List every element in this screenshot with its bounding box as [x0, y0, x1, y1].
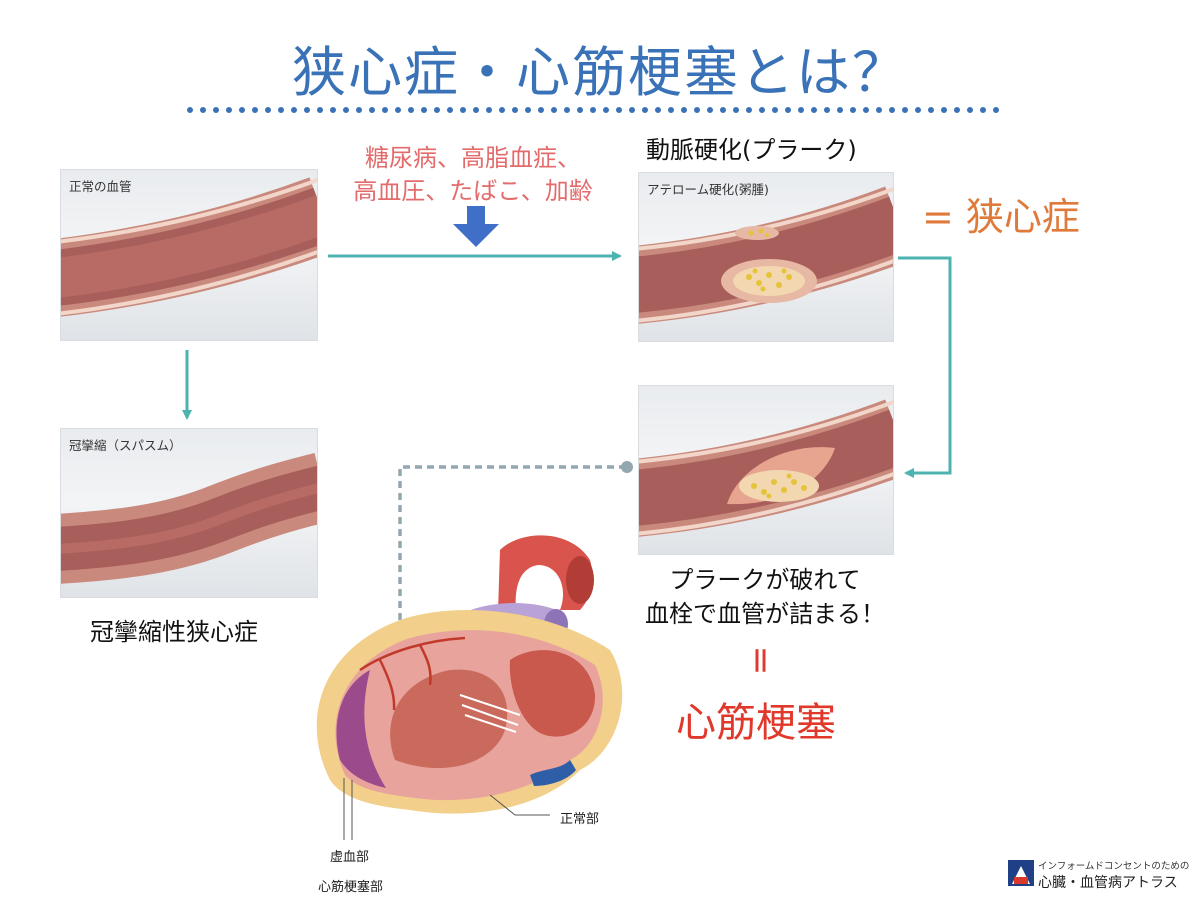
logo-line2: 心臓・血管病アトラス — [1038, 875, 1178, 891]
arrow-athero-to-rupture — [898, 256, 952, 478]
heart-label-ischemic: 虚血部 — [330, 850, 370, 865]
panel-spasm: 冠攣縮（スパスム） — [60, 428, 318, 598]
panel-label-normal: 正常の血管 — [69, 179, 132, 194]
page-title: 狭心症・心筋梗塞とは？ — [292, 41, 908, 104]
panel-atheroma: アテローム硬化(粥腫) — [638, 172, 894, 342]
panel-label-athero: アテローム硬化(粥腫) — [647, 182, 769, 197]
spasm-caption: 冠攣縮性狭心症 — [90, 618, 258, 646]
logo-mark-icon — [1008, 860, 1034, 886]
dashed-link-dot — [621, 461, 633, 473]
myocardial-infarction-label: 心筋梗塞 — [676, 700, 836, 746]
risk-factors-text: 糖尿病、高脂血症、 高血圧、たばこ、加齢 — [318, 142, 628, 208]
rupture-line2: 血栓で血管が詰まる！ — [645, 600, 885, 628]
normal-vessel-illustration — [61, 177, 317, 317]
angina-label: = 狭心症 — [922, 195, 1080, 239]
panel-ruptured-plaque — [638, 385, 894, 555]
mi-equals-sign: = — [740, 645, 782, 676]
heart-label-infarct: 心筋梗塞部 — [318, 880, 384, 895]
rupture-text: プラークが破れて 血栓で血管が詰まる！ — [600, 563, 930, 631]
down-arrow-icon — [453, 206, 499, 247]
heart-cross-section-illustration — [316, 535, 623, 840]
atheroma-vessel-illustration — [639, 186, 893, 324]
panel-normal-vessel: 正常の血管 — [60, 169, 318, 341]
panel-label-spasm: 冠攣縮（スパスム） — [69, 438, 182, 453]
title-dotted-underline — [187, 107, 1005, 113]
ruptured-plaque-illustration — [639, 399, 893, 537]
atlas-logo: インフォームドコンセントのための 心臓・血管病アトラス — [1008, 858, 1190, 894]
risk-factors-line1: 糖尿病、高脂血症、 — [365, 144, 581, 172]
rupture-line1: プラークが破れて — [669, 566, 861, 594]
spasm-vessel-illustration — [61, 453, 317, 584]
logo-line1: インフォームドコンセントのための — [1038, 861, 1190, 872]
arteriosclerosis-label: 動脈硬化(プラーク) — [646, 136, 857, 164]
dashed-link-to-heart — [398, 465, 626, 662]
heart-label-normal: 正常部 — [560, 812, 600, 827]
risk-factors-line2: 高血圧、たばこ、加齢 — [353, 177, 593, 205]
